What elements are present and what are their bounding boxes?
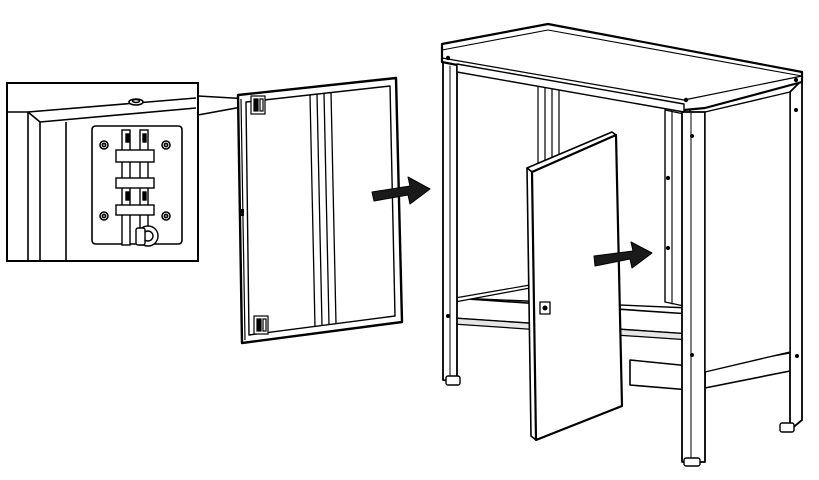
arrow-right-icon <box>593 241 653 269</box>
door-perspective-front <box>530 133 624 442</box>
detail-hinge-arm <box>115 129 159 247</box>
door-inner-frame <box>245 85 396 336</box>
cabinet-leg-back-right <box>789 79 803 431</box>
door-panel-front <box>236 76 404 345</box>
door-stiffener <box>309 91 337 328</box>
cabinet-front-rail <box>629 359 691 391</box>
cabinet-right-side-panel <box>704 91 791 373</box>
detail-cabinet-edge <box>7 97 197 261</box>
cabinet-screws <box>445 55 799 358</box>
door-top-hinge <box>250 95 266 115</box>
door-bottom-hinge <box>253 315 269 335</box>
cabinet-body <box>440 22 804 467</box>
arrow-right-icon <box>371 176 431 205</box>
hinge-detail-callout <box>6 82 259 262</box>
cabinet-leg-front-right <box>681 111 706 463</box>
door-panel-perspective <box>526 131 624 442</box>
